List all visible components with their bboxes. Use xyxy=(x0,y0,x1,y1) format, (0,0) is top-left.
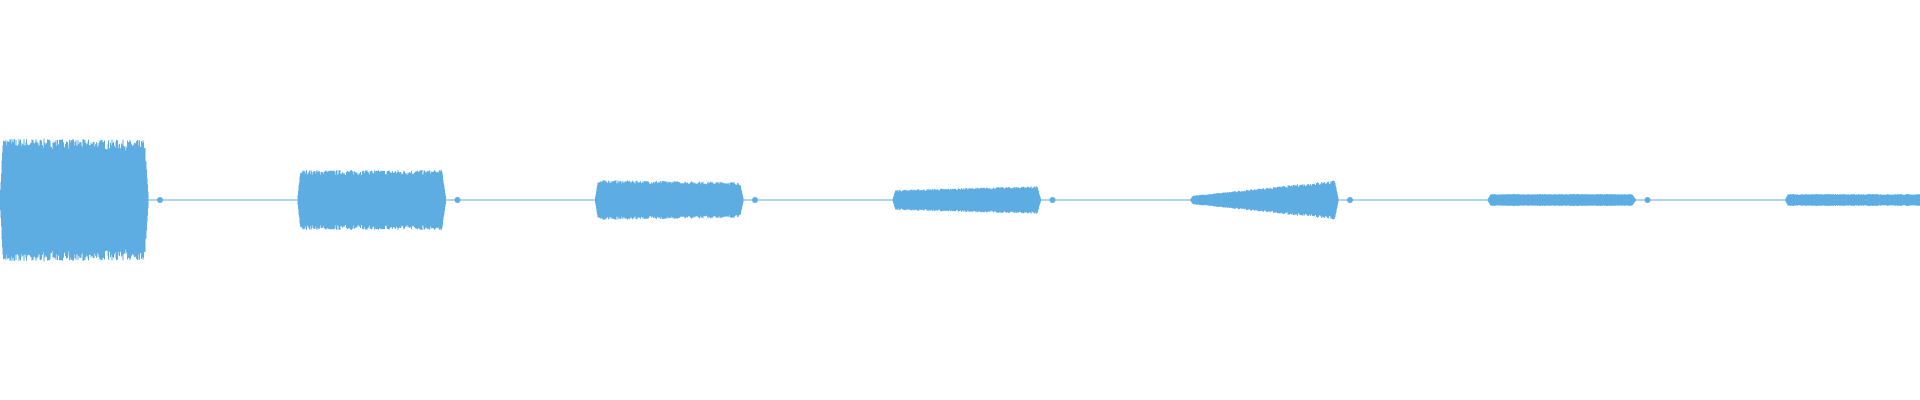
waveform-tail-6 xyxy=(1644,197,1651,203)
waveform-tail-4 xyxy=(1049,197,1056,203)
waveform-burst-2 xyxy=(297,170,446,230)
waveform-burst-6 xyxy=(1487,194,1636,206)
waveform-tail-3 xyxy=(752,197,758,203)
waveform-tail-1 xyxy=(157,197,163,203)
waveform-tail-2 xyxy=(454,197,461,203)
waveform-burst-5 xyxy=(1190,180,1339,220)
waveform-burst-1 xyxy=(0,138,149,262)
waveform-tail-5 xyxy=(1347,197,1353,203)
waveform-burst-3 xyxy=(595,180,744,220)
waveform-burst-4 xyxy=(892,186,1041,214)
waveform-burst-7 xyxy=(1785,194,1920,206)
